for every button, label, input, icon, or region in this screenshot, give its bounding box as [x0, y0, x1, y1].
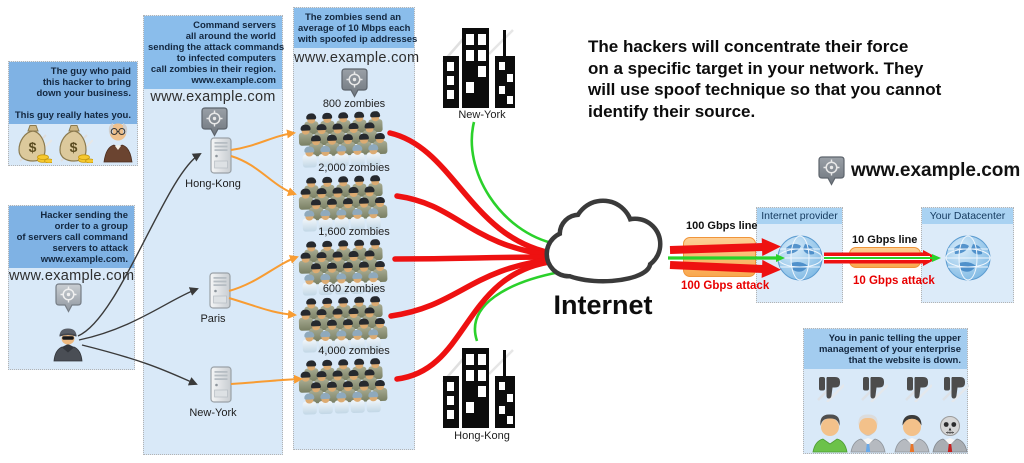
hacker-line: Hacker sending the [40, 210, 128, 221]
hacker-line: of servers call command [16, 232, 128, 243]
command-line: www.example.com [191, 75, 276, 86]
target-pin-icon [55, 283, 82, 314]
zombies-box-header: The zombies send an average of 10 Mbps e… [294, 8, 418, 48]
zombie-crowd [298, 357, 408, 417]
command-line: all around the world [185, 31, 276, 42]
provider-line-label: 100 Gbps line [686, 220, 758, 232]
your-datacenter-box: Your Datacenter [921, 207, 1014, 303]
command-box-header: Command servers all around the world sen… [144, 16, 285, 89]
money-bag-icon: $ [57, 121, 93, 163]
server-icon [210, 366, 232, 403]
payer-line: this hacker to bring [42, 77, 131, 88]
payer-box-header: The guy who paid this hacker to bring do… [9, 62, 137, 124]
money-bag-icon: $ [16, 121, 52, 163]
zombies-line: average of 10 Mbps each [298, 23, 411, 34]
hacker-line: servers to attack [52, 243, 128, 254]
command-line: sending the attack commands [148, 42, 285, 53]
provider-line-band [683, 237, 756, 277]
server-label-newyork: New-York [189, 407, 237, 419]
building-label-newyork: New-York [458, 109, 506, 121]
hacker-line: order to a group [54, 221, 128, 232]
svg-text:$: $ [70, 139, 78, 155]
thumbs-down-icon [859, 374, 888, 402]
hacker-line: www.example.com. [40, 254, 128, 265]
target-pin-icon [201, 107, 228, 138]
zombies-line: with spoofed ip addresses [298, 34, 418, 45]
globe-icon [776, 234, 824, 282]
thumbs-down-icon [940, 374, 969, 402]
headline-line: will use spoof technique so that you can… [588, 80, 942, 99]
datacenter-line-label: 10 Gbps line [852, 234, 918, 246]
provider-attack-label: 100 Gbps attack [681, 280, 770, 292]
city-buildings-icon [441, 344, 523, 428]
executive-icon [101, 118, 135, 163]
person-gray-hair-icon [849, 409, 887, 453]
headline-line: The hackers will concentrate their force [588, 37, 909, 56]
payer-line: down your business. [36, 88, 132, 99]
building-label-hongkong: Hong-Kong [454, 430, 510, 442]
city-buildings-icon [441, 24, 523, 108]
target-site-label: www.example.com [851, 160, 1021, 181]
hacker-icon [51, 324, 85, 362]
zombie-group-label: 2,000 zombies [318, 162, 390, 174]
zombies-box: The zombies send an average of 10 Mbps e… [293, 7, 420, 450]
server-icon [210, 137, 232, 174]
target-pin-icon [818, 156, 845, 187]
zombies-line: The zombies send an [304, 12, 402, 23]
command-site-label: www.example.com [150, 89, 276, 105]
payer-line: This guy really hates you. [14, 110, 131, 121]
payer-line [13, 99, 131, 110]
person-green-shirt-icon [811, 411, 849, 453]
zombie-group-label: 1,600 zombies [318, 226, 390, 238]
person-orange-tie-icon [893, 411, 931, 453]
panic-line: that the website is down. [848, 355, 961, 366]
payer-box: The guy who paid this hacker to bring do… [8, 61, 138, 166]
zombie-crowd [298, 110, 408, 170]
panic-line: management of your enterprise [818, 344, 961, 355]
internet-label: Internet [553, 290, 653, 320]
payer-line: The guy who paid [50, 66, 131, 77]
command-line: to infected computers [176, 53, 276, 64]
person-skull-icon [931, 409, 969, 453]
globe-icon [944, 234, 992, 282]
headline-line: on a specific target in your network. Th… [588, 58, 924, 78]
server-icon [209, 272, 231, 309]
panic-line: You in panic telling the upper [828, 333, 961, 344]
svg-text:$: $ [29, 139, 37, 155]
provider-title: Internet provider [757, 208, 842, 224]
datacenter-line-band [849, 247, 921, 268]
zombie-group-label: 4,000 zombies [318, 345, 390, 357]
server-label-hongkong: Hong-Kong [185, 178, 241, 190]
datacenter-attack-label: 10 Gbps attack [853, 275, 935, 287]
internet-cloud-icon [527, 186, 679, 296]
hacker-site-label: www.example.com [9, 268, 135, 284]
zombie-group-label: 600 zombies [322, 283, 386, 295]
thumbs-down-icon [815, 374, 844, 402]
datacenter-title: Your Datacenter [922, 208, 1013, 224]
target-pin-icon [341, 68, 368, 99]
thumbs-down-icon [903, 374, 932, 402]
hacker-box: Hacker sending the order to a group of s… [8, 205, 135, 370]
panic-box-header: You in panic telling the upper managemen… [804, 329, 967, 369]
command-line: Command servers [193, 20, 276, 31]
command-line: call zombies in their region. [150, 64, 276, 75]
zombie-group-label: 800 zombies [322, 98, 386, 110]
panic-box: You in panic telling the upper managemen… [803, 328, 969, 454]
command-servers-box: Command servers all around the world sen… [143, 15, 285, 455]
hacker-box-header: Hacker sending the order to a group of s… [9, 206, 134, 268]
headline: The hackers will concentrate their force… [588, 36, 941, 122]
server-label-paris: Paris [200, 313, 226, 325]
headline-line: identify their source. [588, 101, 756, 121]
zombie-crowd [298, 174, 408, 234]
zombies-site-label: www.example.com [294, 50, 420, 66]
